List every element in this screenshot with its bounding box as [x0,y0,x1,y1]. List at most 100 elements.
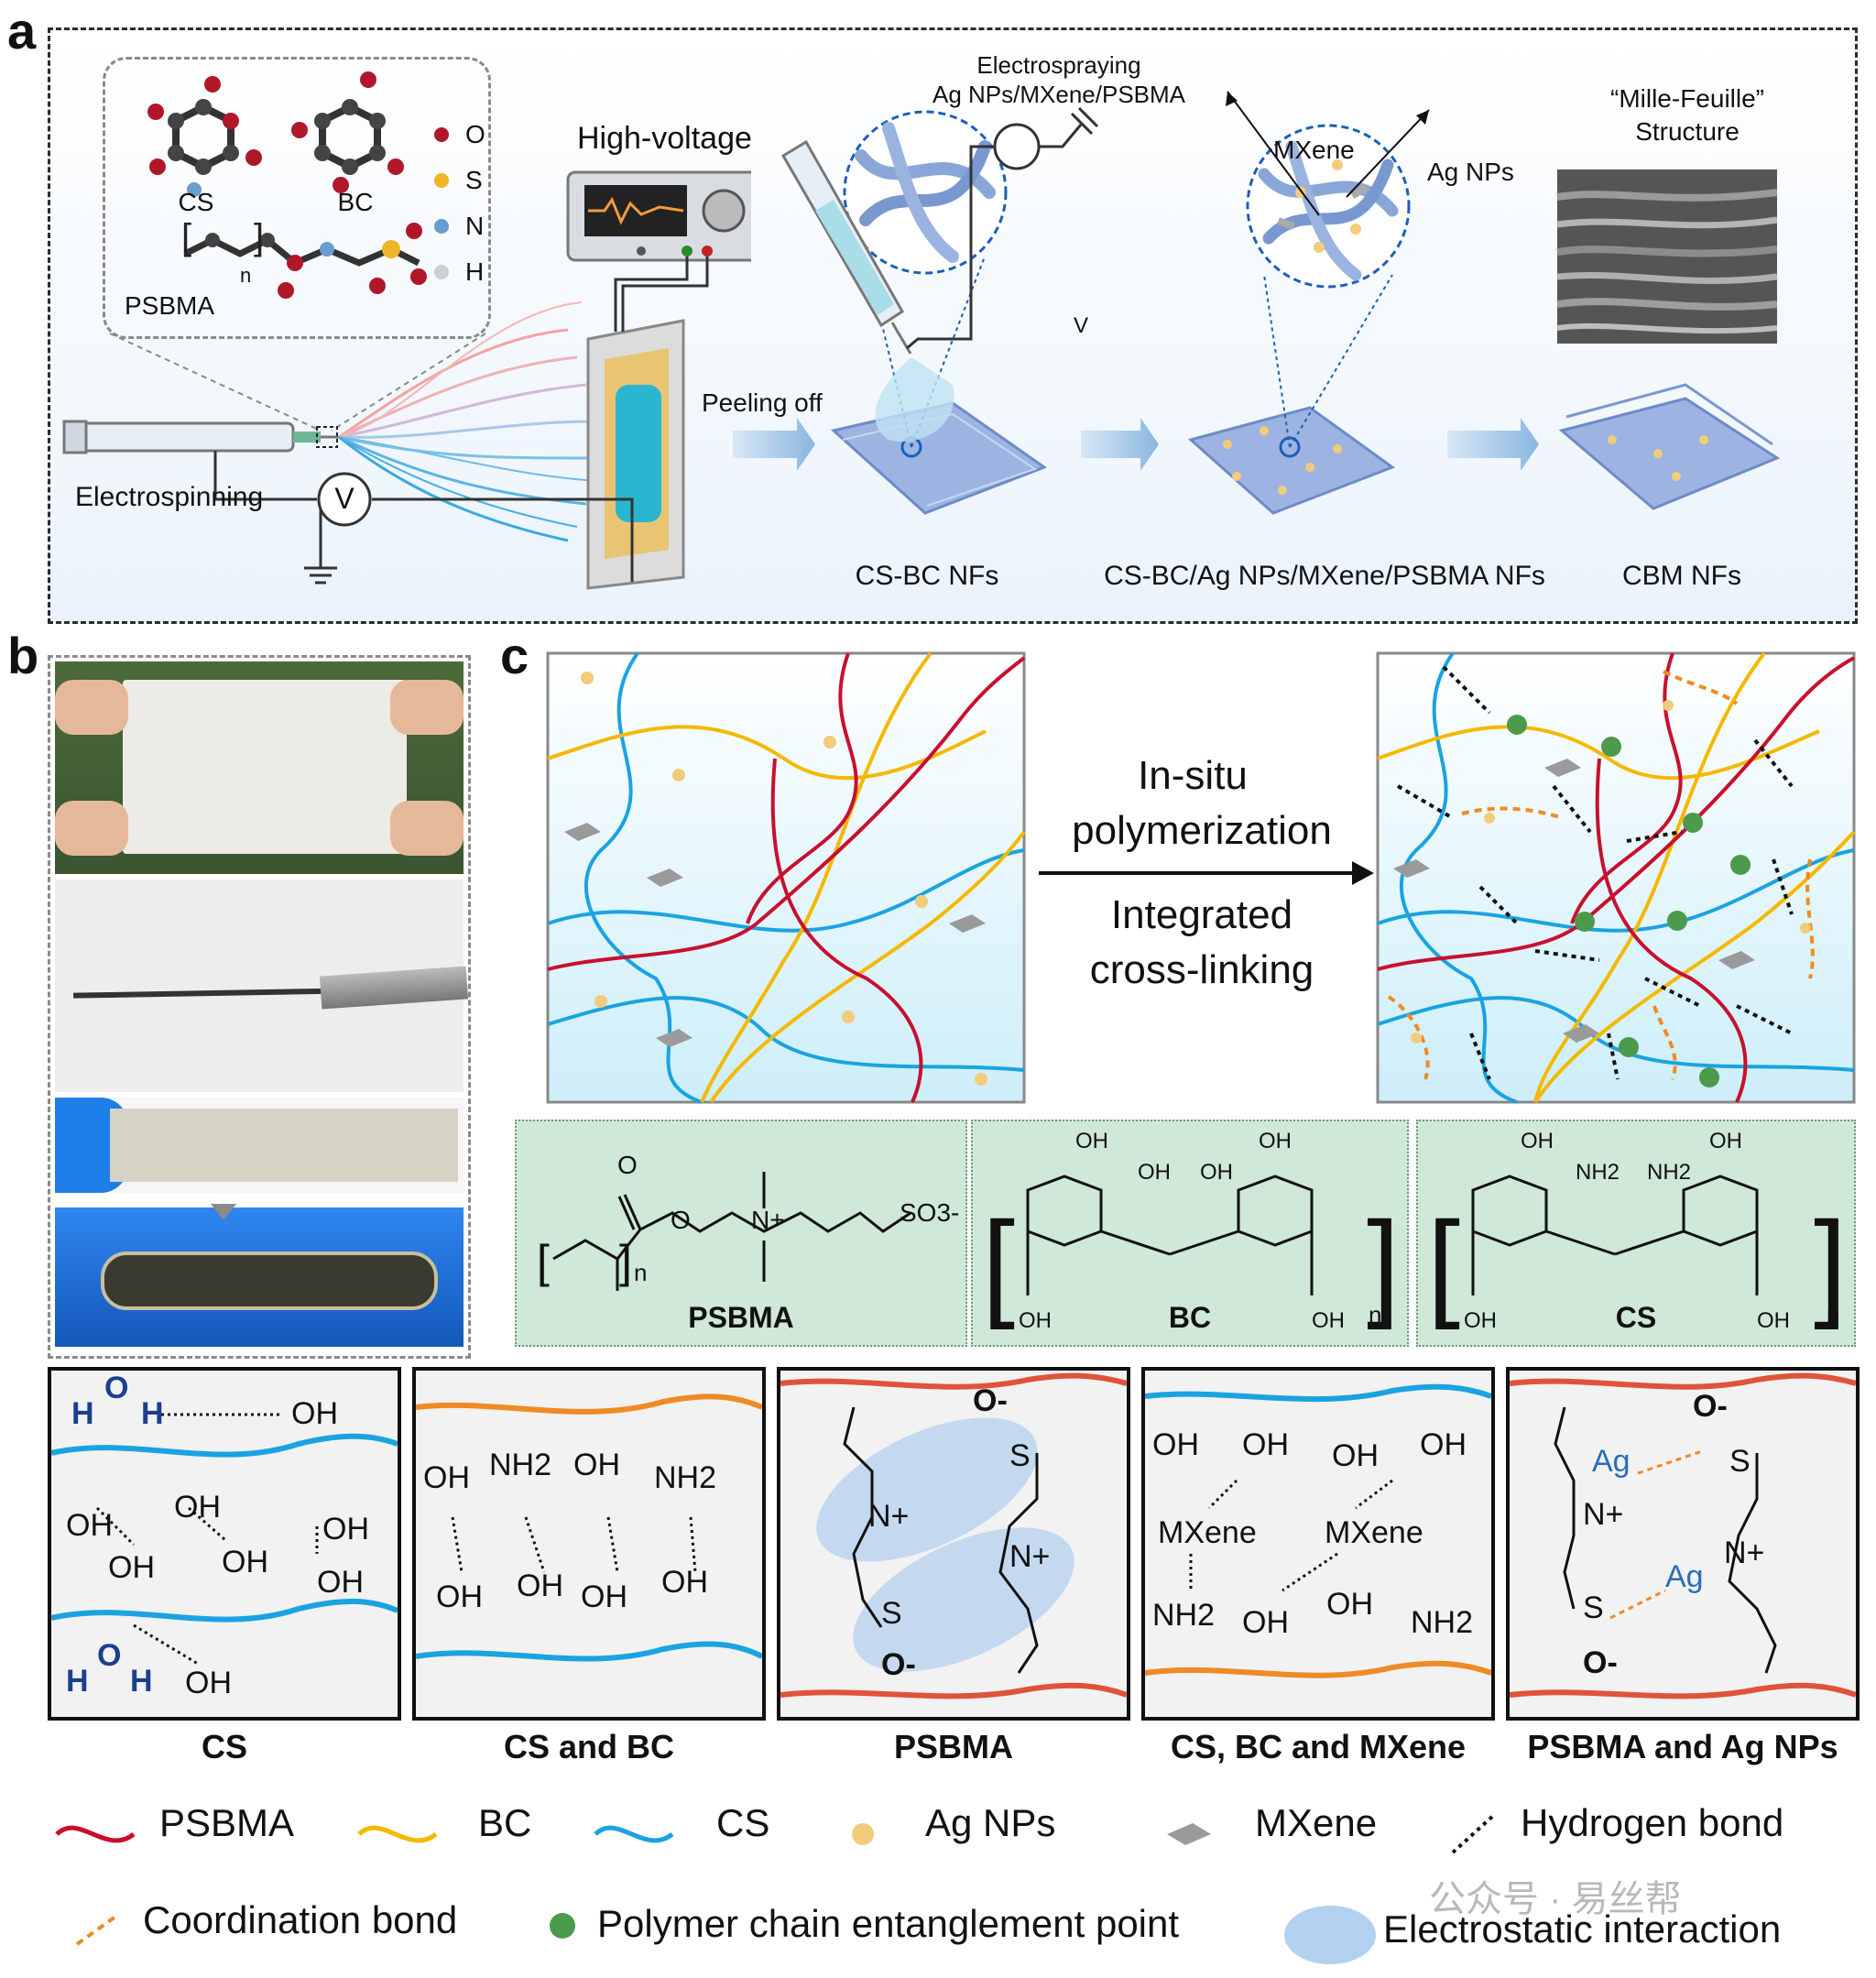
cs-bc-nfs-label: CS-BC NFs [855,561,999,591]
spray-syringe-icon [780,106,1099,355]
oh-label: OH [1326,1587,1373,1622]
spray-voltmeter-label: V [1073,313,1089,338]
peeling-off-label: Peeling off [702,388,823,417]
atom-label: N [465,212,485,240]
oh-label: OH [317,1565,364,1600]
panel-label-c: c [500,627,529,684]
arrow-icon [1447,418,1539,471]
caption-cs: CS [201,1728,248,1765]
arrow-icon [1081,418,1159,471]
nh2-label: NH2 [489,1448,552,1482]
photo-membrane-held [55,661,464,874]
water-o: O [97,1638,122,1673]
svg-text:[: [ [1427,1197,1460,1330]
oh-label: OH [291,1396,338,1431]
atom-legend-item-n: N [434,203,485,249]
oh-label: OH [1312,1308,1345,1333]
molecule-models: [ ] [147,71,427,299]
nh2-label: NH2 [654,1460,717,1495]
electrospraying-label-2: Ag NPs/MXene/PSBMA [933,81,1185,108]
bc-molecule-icon [291,71,404,193]
tweezers [319,966,469,1010]
n-plus-label: N+ [1724,1535,1765,1570]
oh-label: OH [1242,1427,1289,1462]
oh-label: OH [1259,1129,1292,1153]
arrow-label-insitu: In-situ [1138,753,1248,798]
electrospinning-label: Electrospinning [75,482,264,512]
nh2-label: NH2 [1411,1605,1474,1640]
interaction-box-cs: H O H OH OH OH OH OH OH OH H O H OH [48,1367,401,1721]
bc-line-icon [357,1825,438,1843]
oh-label: OH [1019,1308,1052,1333]
oh-label: OH [1521,1129,1554,1153]
interaction-box-psbma-ag: O- S Ag N+ N+ Ag S O- [1506,1367,1860,1721]
cs-bc-mxene-interaction-diagram [1145,1383,1491,1678]
repeat-n: n [1827,1301,1840,1328]
arrow-label-polymerization: polymerization [1072,808,1332,853]
electrostatic-zone-icon [853,1527,1074,1672]
mille-feuille-label-2: Structure [1635,117,1740,146]
atom-legend-item-h: H [434,249,485,295]
arrow-label-integrated: Integrated [1110,892,1293,937]
interaction-box-psbma: O- S N+ N+ S O- [777,1367,1130,1721]
interaction-box-cs-bc: OH NH2 OH NH2 OH OH OH OH [412,1367,766,1721]
svg-text:]: ] [619,1236,632,1287]
cs-line-icon [594,1825,674,1843]
mxene-label: MXene [1273,136,1355,164]
o-minus-label: O- [973,1383,1008,1418]
n-plus-label: N+ [1583,1497,1624,1532]
caption-cs-bc: CS and BC [503,1728,675,1765]
psbma-structure-box: [ ] O O N+ SO3- n PSBMA [515,1120,967,1347]
ag-nps-label: Ag NPs [1427,158,1514,186]
oh-label: OH [222,1545,268,1579]
oh-label: OH [174,1490,221,1524]
sulfonate: SO3- [900,1198,960,1227]
fiber-jet [338,301,601,542]
collector-plate [586,319,685,590]
interaction-box-cs-bc-mxene: OH OH OH OH MXene MXene NH2 OH OH NH2 [1141,1367,1495,1721]
nh2-label: NH2 [1647,1160,1692,1185]
svg-text:]: ] [254,217,264,257]
bc-molecule-label: BC [337,188,374,216]
atom-legend: O S N H [434,112,485,295]
n-plus-label: N+ [1009,1539,1051,1574]
mxene-label: MXene [1158,1515,1257,1550]
sulfur-label: S [1009,1438,1031,1473]
caption-psbma-ag: PSBMA and Ag NPs [1527,1728,1838,1765]
cs-molecule-icon [147,76,262,197]
oh-label: OH [1709,1129,1742,1153]
process-flow [733,91,1781,515]
mxene-label: MXene [1325,1515,1423,1550]
atom-legend-item-s: S [434,158,485,203]
svg-text:[: [ [181,217,191,257]
panel-b-frame [48,655,471,1359]
caption-cs-bc-mxene: CS, BC and MXene [1170,1728,1467,1765]
atom-label: O [465,120,485,148]
atom-label: H [465,257,485,286]
oh-label: OH [1152,1427,1199,1462]
voltmeter-label: V [334,482,354,515]
photo-membrane-folded [55,1204,464,1347]
arrow-head-icon [1352,861,1374,885]
power-supply-icon [566,170,751,262]
membrane-strip [110,1109,458,1182]
down-arrow-icon [211,1204,236,1220]
legend-cs: CS [716,1801,770,1844]
caption-psbma: PSBMA [893,1728,1014,1765]
oh-label: OH [1757,1308,1790,1333]
mille-feuille-label-1: “Mille-Feuille” [1609,84,1765,113]
panel-label-b: b [7,627,39,684]
nh2-label: NH2 [1152,1598,1216,1633]
hand [55,680,128,735]
mxene-flake-icon [1167,1823,1211,1845]
molecule-inset [103,57,491,339]
network-schematic [546,651,1856,1104]
panel-label-a: a [7,2,37,60]
hydrogen-dot-icon [434,265,449,279]
entanglement-point-icon [550,1913,575,1939]
oh-label: OH [517,1568,563,1603]
cs-interaction-diagram [51,1413,398,1666]
voltmeter-icon [317,472,372,527]
membrane-sheet [123,680,407,854]
photo-membrane-strip [55,1098,464,1193]
